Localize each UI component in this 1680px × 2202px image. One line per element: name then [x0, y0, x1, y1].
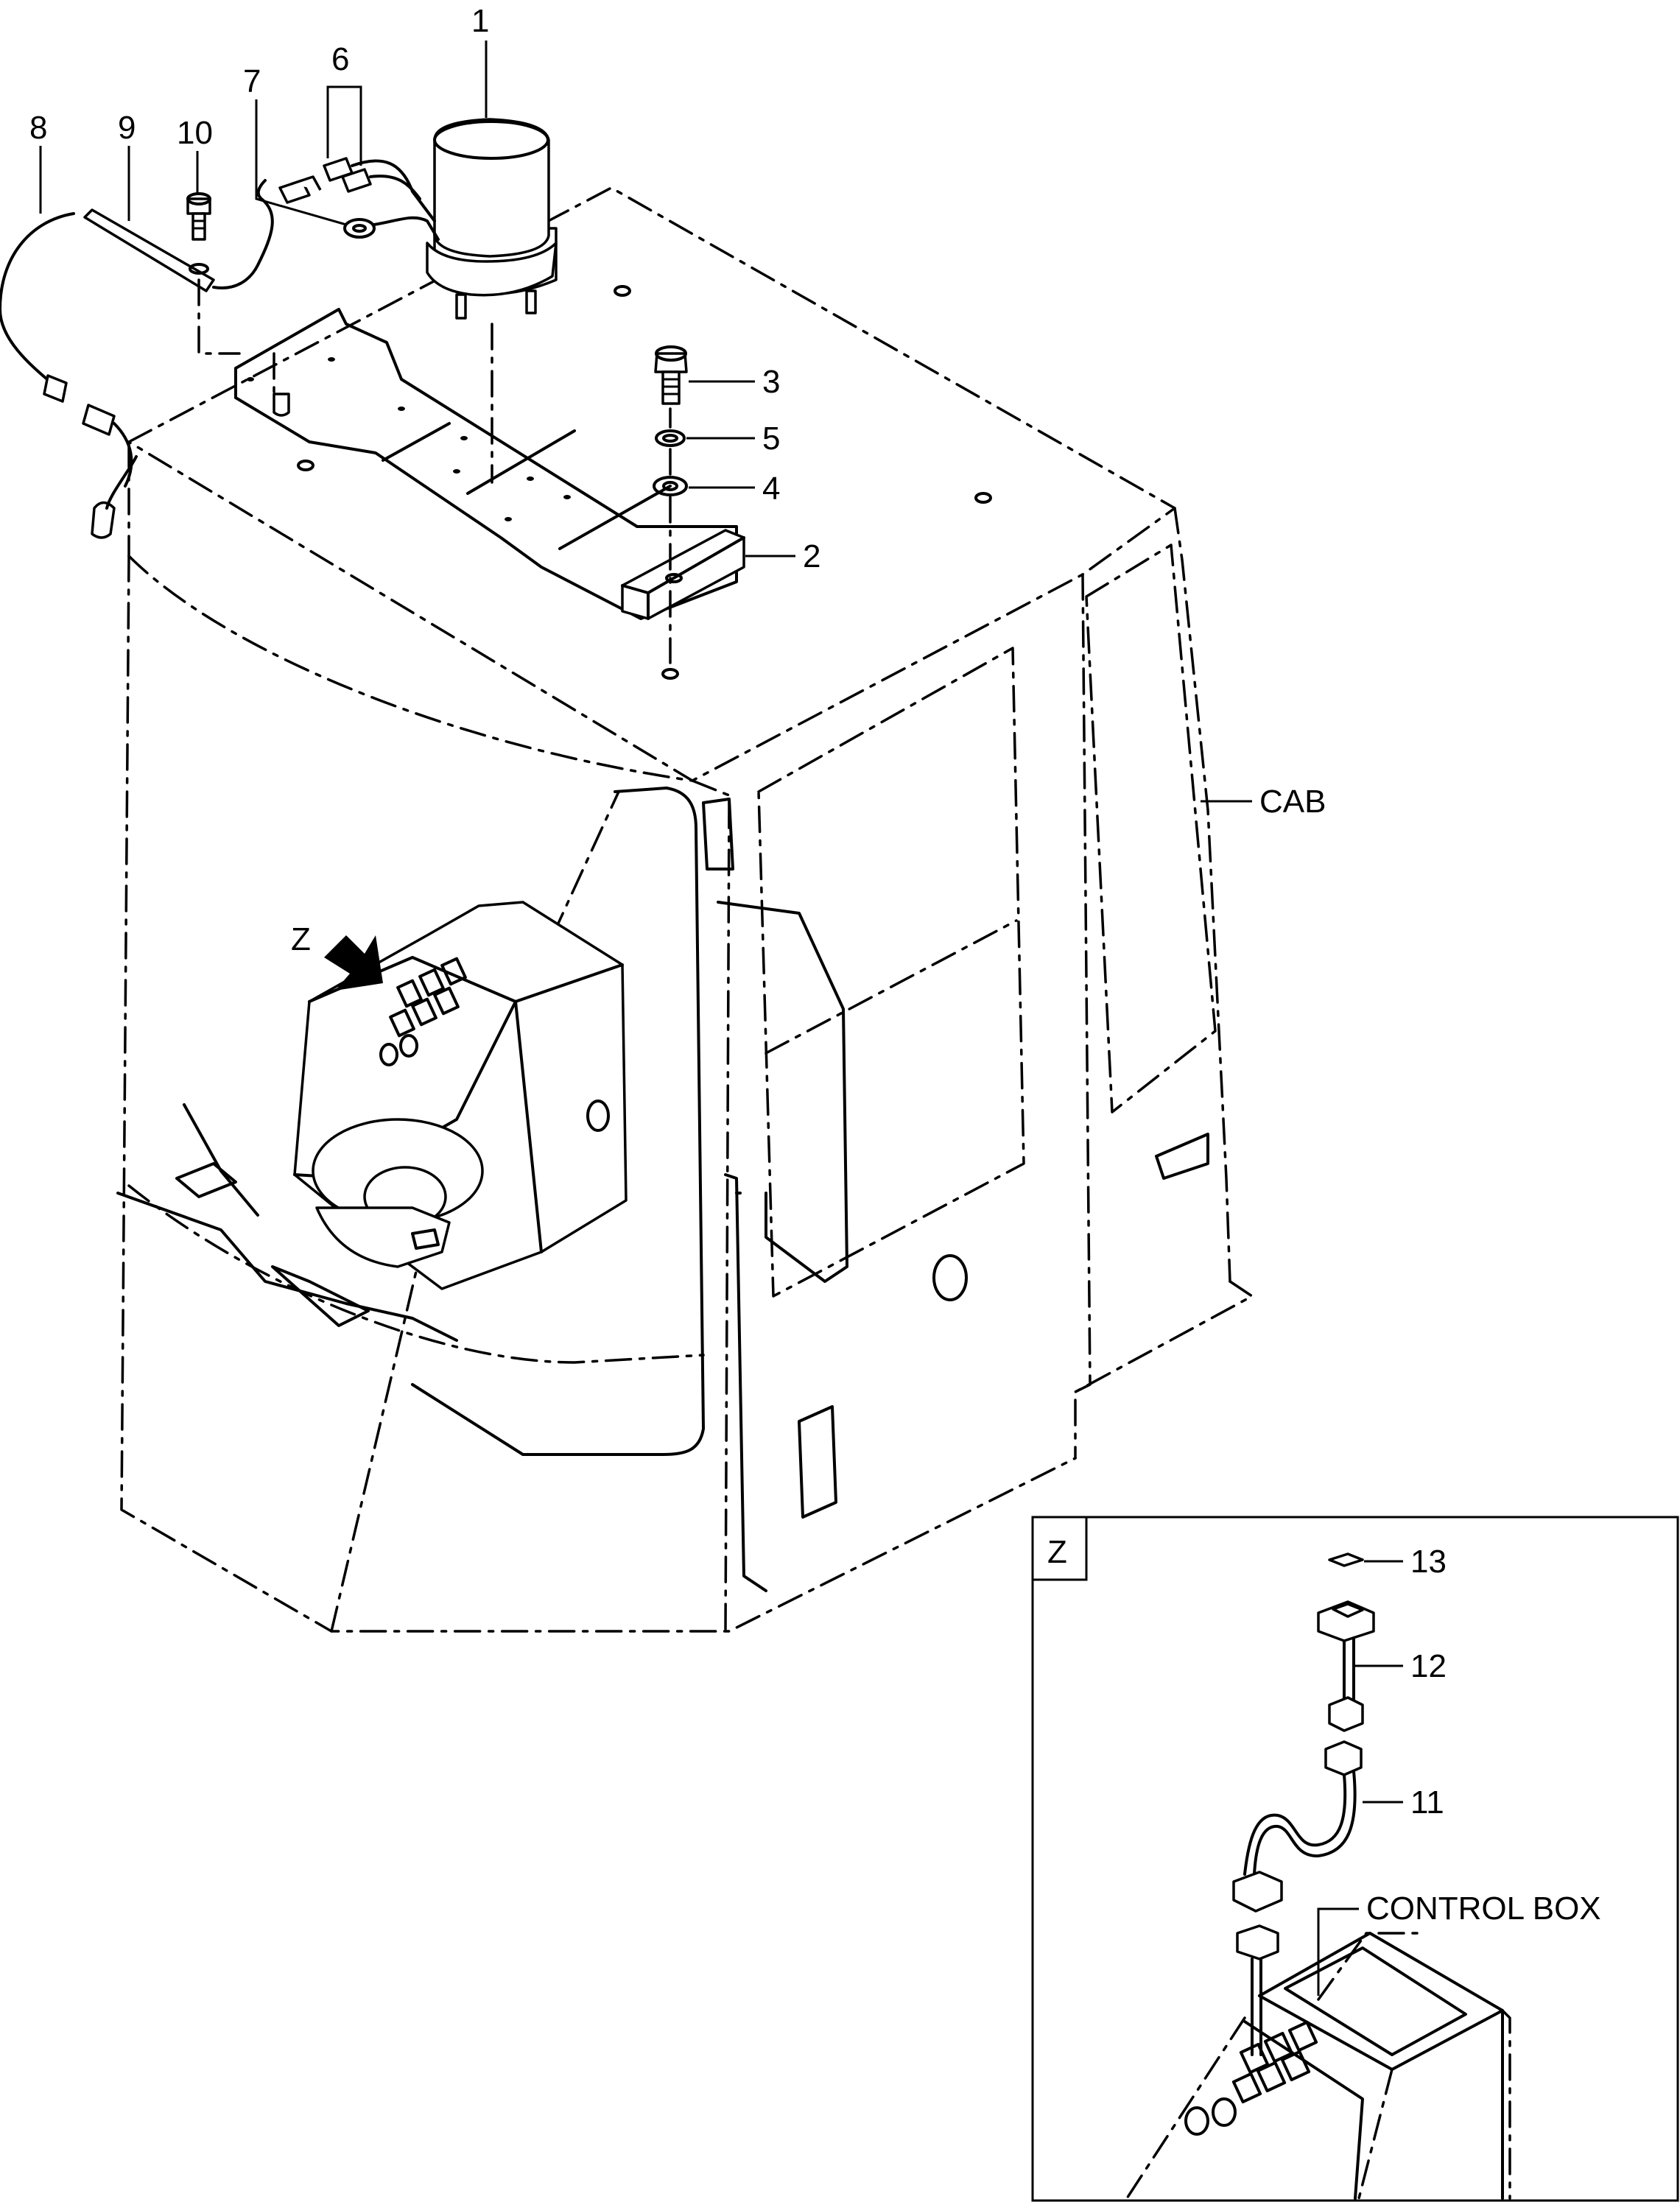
view-arrow-label: Z [291, 921, 311, 957]
callout-5: 5 [762, 421, 780, 457]
cab-label: CAB [1259, 784, 1326, 820]
part-2-bracket [621, 529, 745, 620]
cab-outline [120, 186, 1254, 1633]
callout-7: 7 [243, 63, 261, 99]
part-5-spring-washer [655, 429, 686, 447]
inset-control-box [1125, 1924, 1511, 2200]
callout-13: 13 [1410, 1544, 1447, 1580]
roof-bracket [234, 308, 738, 620]
part-9-tube [83, 179, 274, 292]
part-12-switch [1317, 1600, 1375, 1732]
part-11-harness [1232, 1740, 1363, 1913]
callout-11: 11 [1410, 1784, 1444, 1821]
callout-8: 8 [29, 110, 47, 146]
control-box-label: CONTROL BOX [1366, 1890, 1601, 1927]
part-6-connectors [323, 157, 436, 222]
callout-12: 12 [1410, 1648, 1447, 1684]
callout-6: 6 [331, 41, 349, 77]
callout-10: 10 [177, 115, 213, 151]
callout-3: 3 [762, 364, 780, 400]
part-8-harness [0, 212, 138, 539]
callout-4: 4 [762, 471, 780, 507]
inset-tag-label: Z [1047, 1534, 1067, 1570]
assembly-lines [197, 278, 672, 664]
part-13-label [1328, 1552, 1364, 1567]
interior-control-box [116, 901, 628, 1342]
view-z-arrow: Z [291, 921, 383, 991]
part-3-bolt [654, 345, 688, 405]
callout-1: 1 [471, 3, 489, 39]
part-4-flat-washer [653, 476, 688, 496]
callouts: 1 6 7 8 9 10 3 5 4 2 CAB [29, 3, 1326, 820]
part-1-beacon-lamp [426, 118, 558, 320]
callout-9: 9 [118, 110, 136, 146]
part-10-bolt [186, 192, 211, 275]
inset-view-z: Z [1031, 1516, 1679, 2202]
part-7-ring-terminal [278, 175, 440, 241]
callout-2: 2 [803, 538, 820, 574]
